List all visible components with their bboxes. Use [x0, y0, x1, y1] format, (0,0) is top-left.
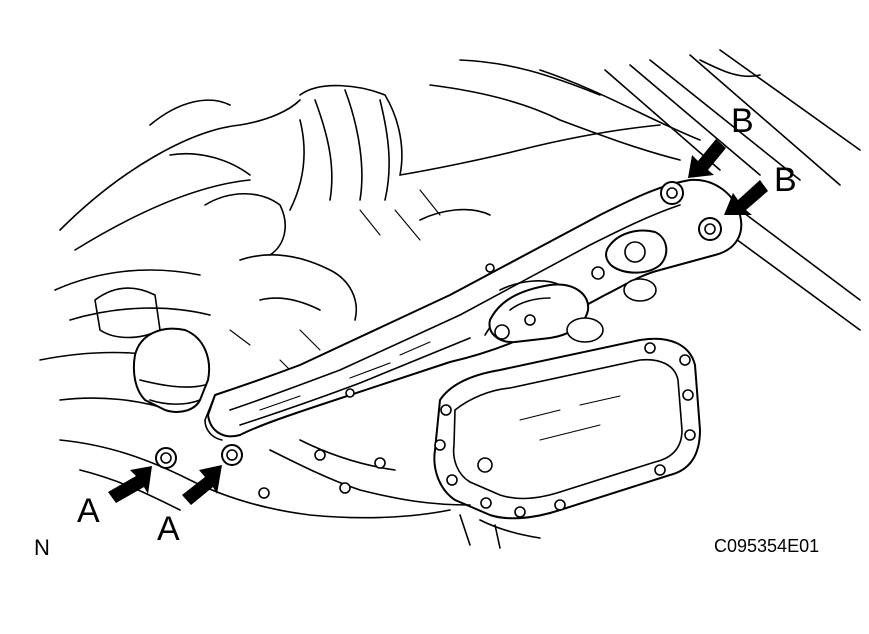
lower-structure [59, 439, 541, 549]
callout-label-b-upper: B [731, 102, 754, 140]
callout-label-a-right: A [157, 510, 180, 548]
engine-background [39, 49, 861, 411]
arrow-a-right [182, 465, 222, 505]
callout-label-b-lower: B [774, 161, 797, 199]
arrow-b-upper [688, 139, 726, 178]
arrow-b-lower [724, 180, 768, 215]
callout-label-a-left: A [77, 492, 100, 530]
oil-pan [433, 337, 701, 520]
crossmember [204, 178, 743, 441]
figure-code: C095354E01 [714, 536, 820, 556]
rear-mount [132, 327, 211, 413]
bolts-a [155, 444, 243, 469]
bolts-b [660, 181, 722, 241]
callout-label-n: N [34, 535, 50, 560]
arrows [108, 139, 768, 505]
arrow-a-left [108, 466, 152, 503]
